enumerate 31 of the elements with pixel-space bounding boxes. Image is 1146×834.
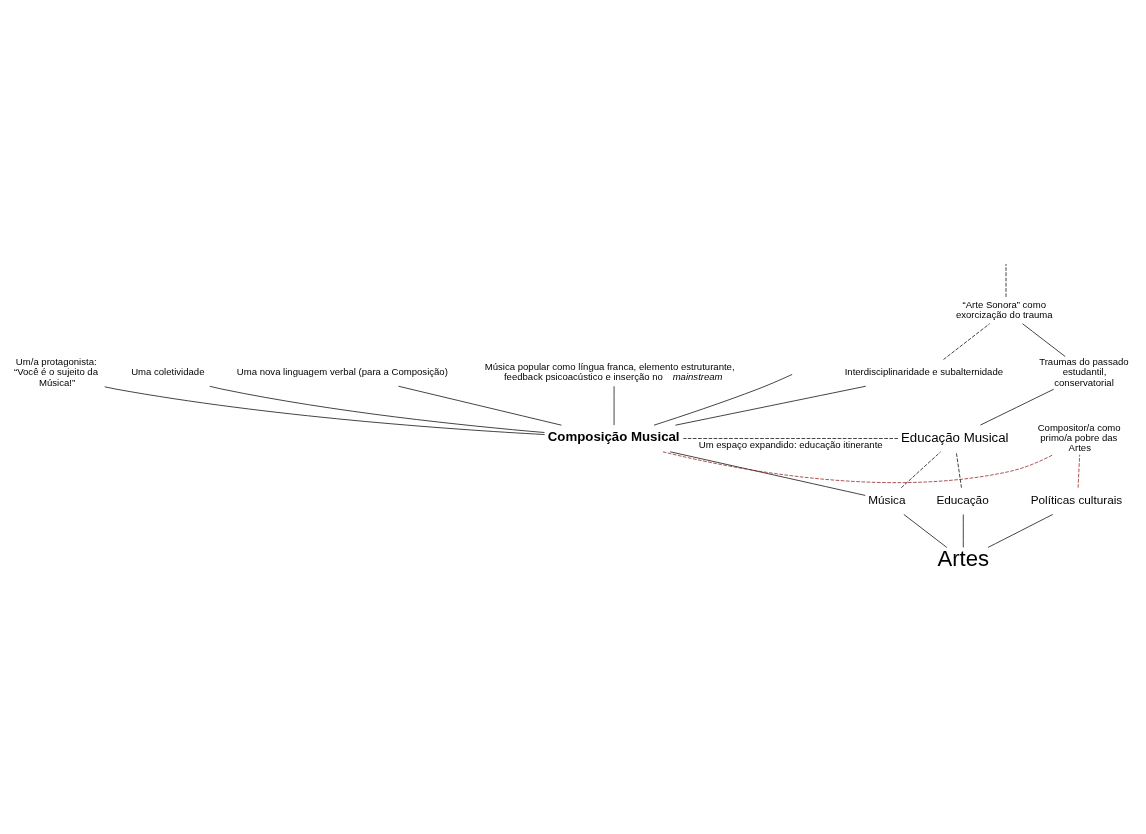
node-text: Traumas do passado estudantil, conservatorial (1039, 355, 1129, 388)
connector (980, 388, 1055, 425)
node-text: Uma nova linguagem verbal (para a Composição) (236, 365, 448, 377)
connector (675, 385, 867, 426)
node-text: Um/a protagonista: “Você é o sujeito da Música!” (14, 355, 99, 388)
node-text: Políticas culturais (1030, 492, 1123, 506)
node-text: Música (868, 492, 906, 506)
connector (662, 450, 1054, 483)
connector (943, 322, 991, 360)
node-text: “Arte Sonora” como exorcização do trauma (955, 298, 1053, 320)
connector (209, 385, 545, 433)
connector (987, 513, 1054, 548)
connector (104, 385, 546, 435)
connector (669, 450, 866, 496)
node-text: Educação (936, 492, 989, 506)
connector (683, 437, 899, 439)
node-text: Música popular como língua franca, elemento estruturante, feedback psicoacústico e inserção no mainstream (484, 360, 735, 382)
connector (398, 385, 562, 426)
node-text: Composição Musical (547, 428, 680, 444)
connector (1022, 322, 1066, 357)
connector (903, 513, 948, 548)
edge-label: Um espaço expandido: educação itinerante (698, 438, 883, 450)
node-text: Educação Musical (901, 429, 1009, 445)
connector (955, 451, 962, 488)
node-text: Interdisciplinaridade e subalternidade (844, 365, 1004, 377)
connector (900, 451, 941, 488)
connector (653, 373, 793, 426)
node-text: Compositor/a como primo/a pobre das Artes (1037, 421, 1121, 453)
node-text: Uma coletividade (131, 365, 205, 377)
node-text: Artes (937, 545, 990, 571)
connector (1077, 453, 1081, 488)
